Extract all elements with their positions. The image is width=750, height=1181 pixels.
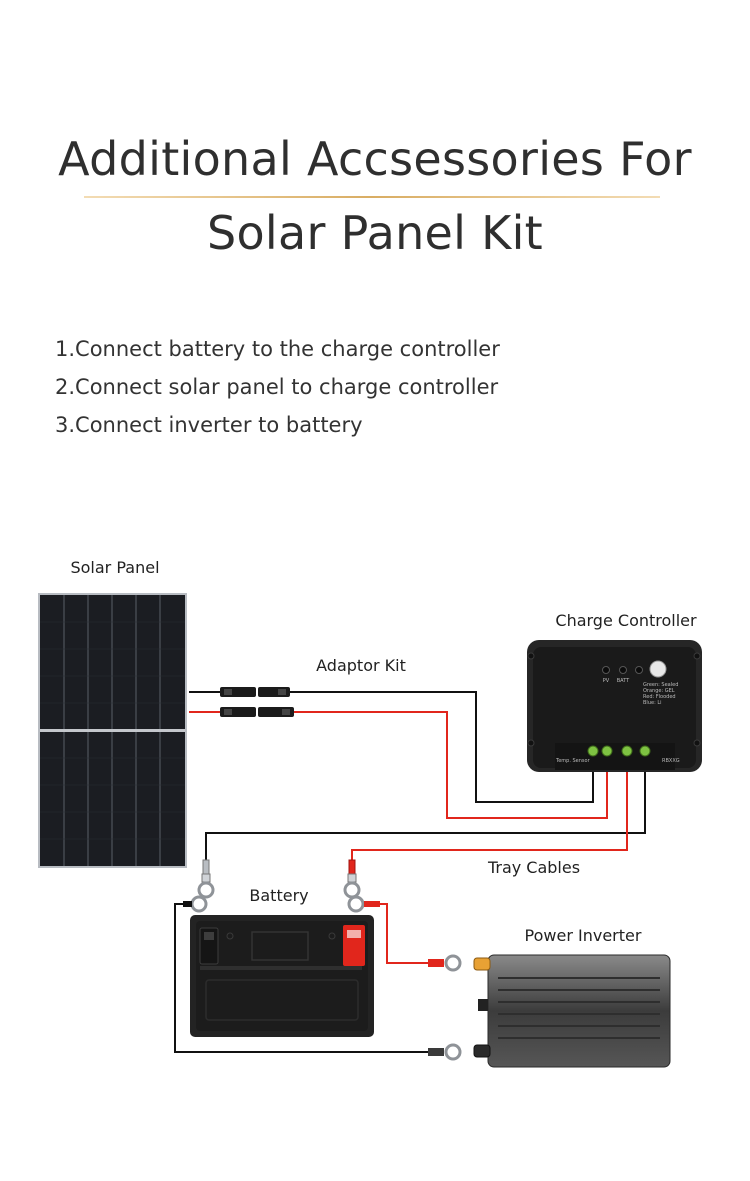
instruction-steps: 1.Connect battery to the charge controll… [55,334,500,448]
charge-controller: PV BATT Green: Sealed Orange: GEL Red: F… [527,640,702,772]
battery [190,915,374,1037]
inverter-negative-terminal [473,1044,491,1058]
page-title-line-1: Additional Accsessories For [58,132,692,186]
temp-sensor-text: Temp. Sensor [555,758,591,764]
power-inverter [473,954,671,1068]
charge-controller-label: Charge Controller [555,611,697,630]
batt-positive-terminal [621,745,633,757]
solar-panel-label: Solar Panel [70,558,159,577]
pv-positive-wire [294,711,608,819]
pv-positive-terminal [601,745,613,757]
ring-terminal-negative [197,859,215,899]
mc4-connector-negative [189,687,290,697]
solar-panel [38,593,187,868]
battery-type-legend: Red: Flooded [643,694,676,700]
battery-negative-tray-cable [205,755,646,860]
pv-indicator-text: PV [603,678,610,684]
inverter-positive-terminal [473,957,491,971]
page-title-line-2: Solar Panel Kit [206,206,544,260]
mc4-connector-positive [189,707,294,717]
pv-negative-wire [290,691,594,803]
inverter-negative-wire [174,903,430,1053]
ring-terminal-positive [343,859,361,899]
pv-negative-terminal [587,745,599,757]
adaptor-kit-label: Adaptor Kit [316,656,406,675]
batt-indicator-text: BATT [617,678,630,684]
battery-label: Battery [249,886,308,905]
tray-cables-label: Tray Cables [487,858,580,877]
battery-negative-lug [183,895,208,913]
step-item: 1.Connect battery to the charge controll… [55,337,500,361]
battery-positive-tray-cable [351,755,628,860]
wiring-diagram: Solar Panel Adaptor Kit Charge Controlle… [38,558,702,1068]
inverter-negative-lug [428,1043,462,1061]
inverter-positive-lug [428,954,462,972]
inverter-positive-wire [379,903,430,964]
step-item: 3.Connect inverter to battery [55,413,363,437]
power-inverter-label: Power Inverter [525,926,642,945]
battery-type-legend: Blue: Li [643,700,662,706]
controller-model-text: RBXXG [662,758,680,764]
battery-type-legend: Green: Sealed [643,682,678,688]
batt-negative-terminal [639,745,651,757]
step-item: 2.Connect solar panel to charge controll… [55,375,499,399]
battery-positive-lug [347,895,380,913]
title-divider [84,196,660,198]
battery-type-legend: Orange: GEL [643,688,675,694]
